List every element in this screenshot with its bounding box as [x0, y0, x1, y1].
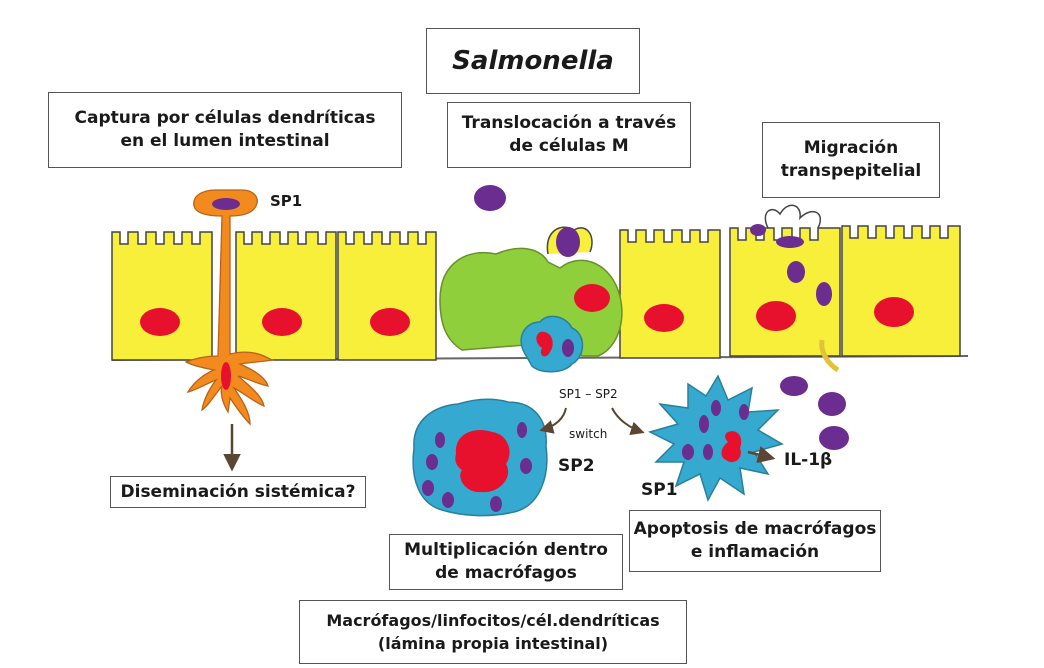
box-dendritic-capture: Captura por células dendríticas en el lu… — [48, 92, 402, 168]
macrophage-sp1 — [647, 374, 784, 502]
enterocyte-6 — [841, 225, 961, 357]
bacterium — [780, 376, 808, 396]
nucleus — [262, 308, 302, 336]
label-sp2: SP2 — [558, 456, 595, 476]
pocket-macrophage — [520, 315, 584, 373]
nucleus — [140, 308, 180, 336]
bacterium — [474, 185, 506, 211]
enterocyte-3 — [337, 231, 437, 361]
box-lamina: Macrófagos/linfocitos/cél.dendríticas (l… — [299, 600, 687, 664]
box-systemic: Diseminación sistémica? — [110, 476, 366, 508]
enterocyte-2 — [235, 231, 337, 361]
label-sp1-sp2: SP1 – SP2 — [559, 387, 618, 401]
switch-arrow-left — [539, 407, 567, 434]
nucleus — [370, 308, 410, 336]
bacterium — [776, 236, 804, 248]
label-switch: switch — [569, 427, 608, 441]
title-box: Salmonella — [426, 28, 640, 94]
nucleus — [644, 304, 684, 332]
box-migration: Migración transpepitelial — [762, 122, 940, 198]
bacterium — [750, 224, 766, 236]
nucleus — [221, 362, 231, 390]
box-m-cells: Translocación a través de células M — [447, 102, 691, 168]
nucleus — [874, 297, 914, 327]
enterocyte-5 — [729, 227, 841, 357]
bacterium — [212, 198, 240, 210]
label-sp1-bottom: SP1 — [641, 480, 678, 500]
bacterium — [816, 282, 832, 306]
switch-arrow-right — [611, 407, 645, 436]
bacterium — [818, 392, 846, 416]
migration-ruffle — [819, 339, 840, 373]
box-multiplication: Multiplicación dentro de macrófagos — [389, 534, 623, 590]
label-sp1-top: SP1 — [270, 192, 303, 210]
nucleus — [756, 301, 796, 331]
dendritic-cell — [184, 189, 274, 426]
bacterium — [556, 227, 580, 257]
migration-ruffle — [764, 204, 821, 229]
bacterium — [819, 426, 849, 450]
macrophage-sp2 — [412, 398, 548, 517]
il1b-arrow — [747, 446, 776, 464]
enterocyte-4 — [619, 229, 721, 359]
bacterium — [787, 261, 805, 283]
box-apoptosis: Apoptosis de macrófagos e inflamación — [629, 510, 881, 572]
enterocyte-1 — [111, 231, 213, 361]
nucleus — [574, 284, 610, 312]
label-il1b: IL-1β — [784, 450, 833, 470]
